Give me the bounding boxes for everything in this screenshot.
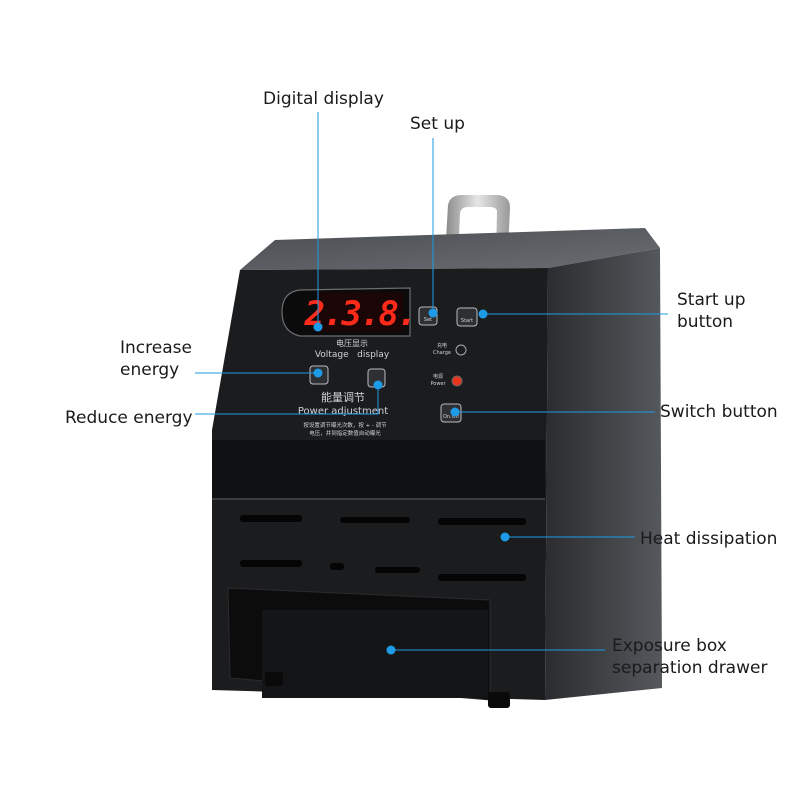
start-button[interactable]: Start [456, 307, 478, 327]
display-label-cn: 电压显示 [336, 338, 368, 348]
svg-text:充电: 充电 [437, 342, 447, 349]
note-line2: 电压，并到指定数值自动曝光 [309, 429, 381, 437]
callout-heat-dissipation: Heat dissipation [640, 529, 778, 549]
callout-set-up: Set up [410, 114, 465, 134]
svg-text:Set: Set [424, 317, 432, 323]
side-face [545, 248, 662, 700]
display-label-en: Voltage display [315, 350, 390, 360]
charge-label: Charge [433, 350, 451, 356]
power-indicator [451, 375, 463, 387]
callout-switch-button: Switch button [660, 402, 778, 422]
heat-vents [240, 515, 526, 581]
svg-text:电源: 电源 [433, 373, 443, 380]
svg-text:Start: Start [461, 318, 473, 324]
note-line1: 按设置调节曝光次数，按 + - 调节 [303, 421, 387, 429]
black-band [212, 440, 545, 498]
svg-text:On.Off: On.Off [443, 414, 460, 420]
power-adj-en: Power adjustment [298, 406, 388, 417]
charge-indicator [455, 344, 467, 356]
top-face [240, 228, 660, 270]
callout-digital-display: Digital display [263, 89, 384, 109]
callout-dots [313, 308, 510, 655]
callout-reduce-energy: Reduce energy [65, 408, 193, 428]
digital-display-readout: 2.3.8. [304, 294, 416, 334]
power-label: Power [430, 381, 446, 387]
callout-lines [195, 112, 668, 651]
power-adj-cn: 能量调节 [321, 390, 365, 404]
